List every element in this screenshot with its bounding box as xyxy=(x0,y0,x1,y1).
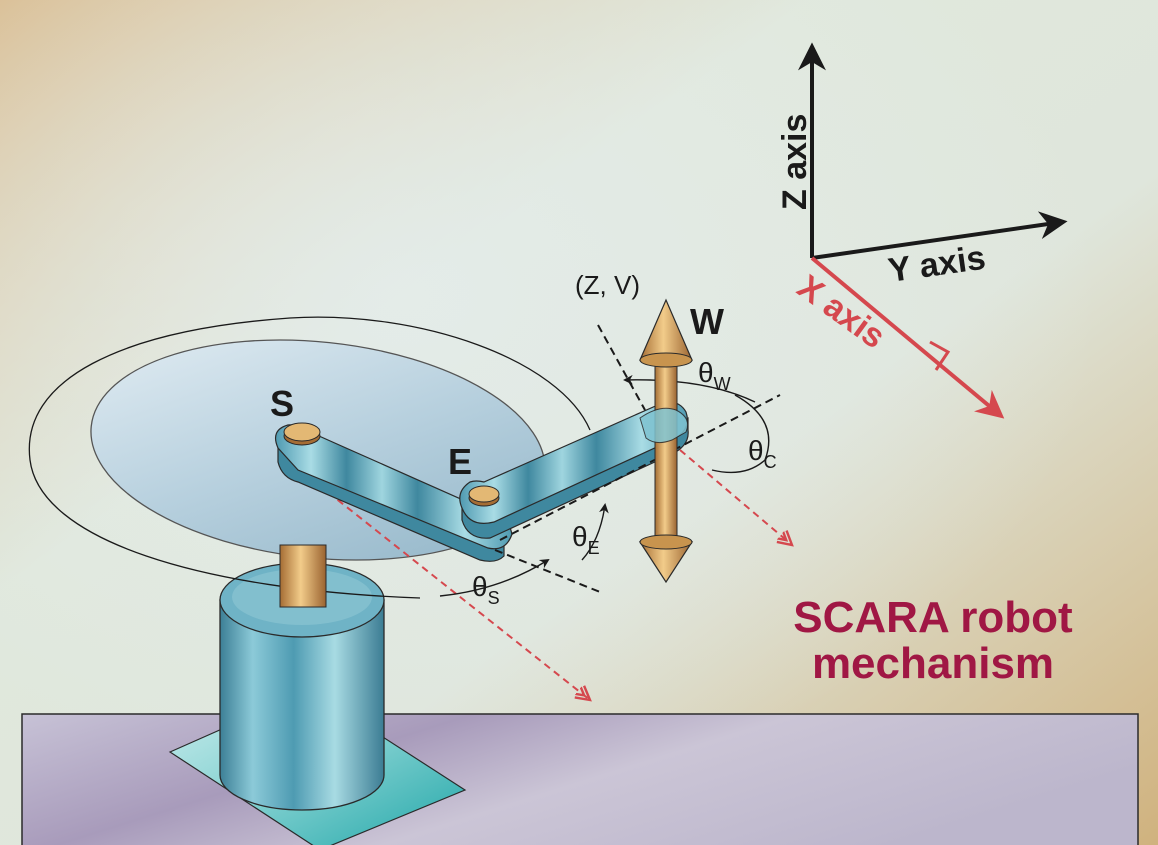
wrist-joint-label: W xyxy=(690,301,724,342)
shoulder-joint-label: S xyxy=(270,383,294,424)
arm-axis-dashed xyxy=(499,394,781,541)
theta-s-arc xyxy=(439,558,550,597)
coordinate-frame xyxy=(798,42,1068,419)
elbow-ref-dashed xyxy=(494,549,601,593)
theta-w-label: θW xyxy=(698,357,731,394)
theta-s-label: θS xyxy=(472,571,500,608)
wrist-coords-label: (Z, V) xyxy=(575,270,640,300)
theta-c-label: θC xyxy=(748,435,777,472)
elbow-joint-label: E xyxy=(448,441,472,482)
table-surface xyxy=(21,713,1139,845)
theta-w-arc xyxy=(623,374,756,403)
forearm-end-cap xyxy=(639,407,689,444)
shoulder-x-line xyxy=(299,469,590,700)
base-shaft xyxy=(279,544,327,608)
theta-c-arc xyxy=(711,394,770,474)
sweep-outline xyxy=(28,316,591,599)
tool-shaft xyxy=(638,298,694,584)
diagram-title-line1: SCARA robot xyxy=(793,593,1073,642)
tool-x-line xyxy=(679,449,792,545)
theta-e-label: θE xyxy=(572,521,600,558)
x-axis-line xyxy=(810,256,1005,419)
theta-e-arc xyxy=(581,503,609,561)
wrist-ref-dashed xyxy=(597,324,646,411)
z-axis-label: Z axis xyxy=(776,114,814,210)
diagram-title-line2: mechanism xyxy=(812,639,1054,688)
shoulder-pin xyxy=(283,422,321,446)
elbow-pin xyxy=(468,485,500,507)
